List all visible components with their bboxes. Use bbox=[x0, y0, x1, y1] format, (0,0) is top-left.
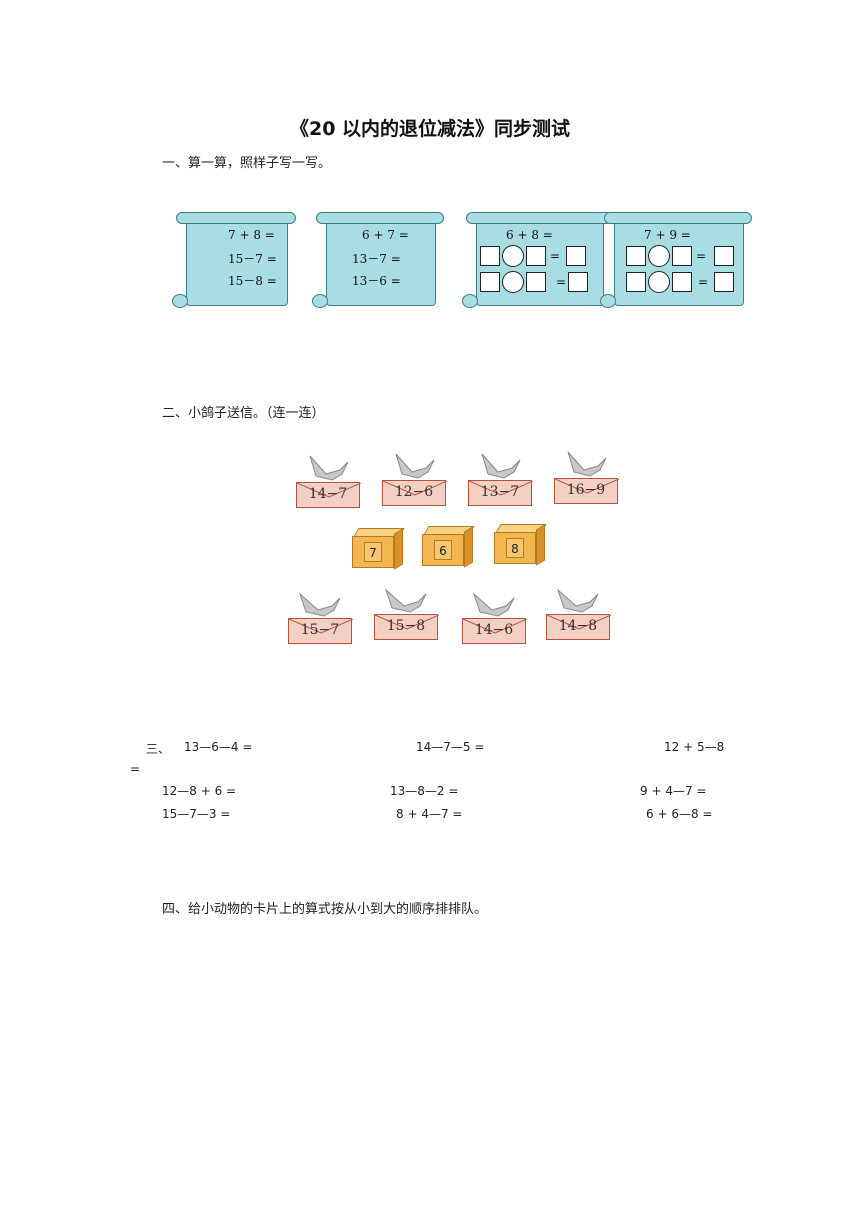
equals-sign: = bbox=[696, 249, 707, 263]
pigeon-envelope[interactable]: 13−7 bbox=[468, 448, 533, 506]
envelope-expression: 14−8 bbox=[558, 618, 598, 634]
equation: 13－7 = bbox=[352, 252, 401, 266]
answer-box[interactable] bbox=[626, 272, 646, 292]
pigeon-envelope[interactable]: 14−6 bbox=[462, 586, 527, 644]
pigeon-envelope[interactable]: 15−8 bbox=[374, 582, 439, 640]
number-box[interactable]: 6 bbox=[422, 526, 475, 568]
answer-box[interactable] bbox=[626, 246, 646, 266]
operator-circle[interactable] bbox=[502, 271, 524, 293]
answer-box[interactable] bbox=[480, 272, 500, 292]
scroll-card-3: 6 + 8 = = = bbox=[462, 212, 612, 308]
scroll-card-2: 6 + 7 = 13－7 = 13－6 = bbox=[312, 212, 444, 308]
equals-sign: = bbox=[698, 275, 709, 289]
pigeon-icon bbox=[384, 588, 427, 613]
answer-box[interactable] bbox=[714, 272, 734, 292]
envelope: 12−6 bbox=[382, 480, 447, 506]
envelope: 16−9 bbox=[554, 478, 619, 504]
pigeon-icon bbox=[309, 455, 349, 481]
arith-problem: 13—8—2 = bbox=[390, 784, 459, 798]
answer-box[interactable] bbox=[566, 246, 586, 266]
scroll-card-1: 7 + 8 = 15－7 = 15－8 = bbox=[172, 212, 296, 308]
pigeon-envelope[interactable]: 12−6 bbox=[382, 448, 447, 506]
operator-circle[interactable] bbox=[648, 245, 670, 267]
envelope: 15−8 bbox=[374, 614, 439, 640]
answer-box[interactable] bbox=[526, 246, 546, 266]
envelope: 14−7 bbox=[296, 482, 361, 508]
equation: 6 + 8 = bbox=[506, 228, 553, 242]
envelope-expression: 14−6 bbox=[474, 622, 514, 638]
pigeon-icon bbox=[567, 451, 607, 477]
answer-box[interactable] bbox=[526, 272, 546, 292]
section1-heading: 一、算一算，照样子写一写。 bbox=[162, 156, 332, 171]
operator-circle[interactable] bbox=[648, 271, 670, 293]
answer-box[interactable] bbox=[480, 246, 500, 266]
operator-circle[interactable] bbox=[502, 245, 524, 267]
scroll-card-4: 7 + 9 = = = bbox=[600, 212, 752, 308]
answer-box[interactable] bbox=[672, 272, 692, 292]
pigeon-envelope[interactable]: 16−9 bbox=[554, 446, 619, 504]
arith-problem: 9 + 4—7 = bbox=[640, 784, 707, 798]
pigeon-envelope[interactable]: 15−7 bbox=[288, 586, 353, 644]
page-title: 《20 以内的退位减法》同步测试 bbox=[289, 118, 571, 140]
number-box[interactable]: 8 bbox=[494, 524, 547, 566]
section3-label: 三、 bbox=[146, 742, 171, 756]
arith-problem: 12—8 + 6 = bbox=[162, 784, 237, 798]
answer-box[interactable] bbox=[568, 272, 588, 292]
envelope-expression: 14−7 bbox=[308, 486, 348, 502]
answer-box[interactable] bbox=[672, 246, 692, 266]
number-box[interactable]: 7 bbox=[352, 528, 405, 570]
envelope-expression: 12−6 bbox=[394, 484, 434, 500]
pigeon-icon bbox=[556, 588, 599, 613]
pigeon-envelope[interactable]: 14−7 bbox=[296, 450, 361, 508]
box-number: 8 bbox=[506, 538, 524, 558]
pigeon-icon bbox=[395, 453, 435, 479]
envelope-expression: 15−7 bbox=[300, 622, 340, 638]
arith-problem: 14—7—5 = bbox=[416, 740, 485, 754]
equals-sign: = bbox=[556, 275, 567, 289]
envelope: 13−7 bbox=[468, 480, 533, 506]
envelope: 15−7 bbox=[288, 618, 353, 644]
pigeon-icon bbox=[472, 592, 515, 617]
equals-sign: = bbox=[550, 249, 561, 263]
equation: 13－6 = bbox=[352, 274, 401, 288]
equation: 7 + 8 = bbox=[228, 228, 275, 242]
arith-problem: 6 + 6—8 = bbox=[646, 807, 713, 821]
arith-problem: 13—6—4 = bbox=[184, 740, 253, 754]
answer-box[interactable] bbox=[714, 246, 734, 266]
box-number: 6 bbox=[434, 540, 452, 560]
equation: 7 + 9 = bbox=[644, 228, 691, 242]
pigeon-icon bbox=[298, 592, 341, 617]
arith-wrap: = bbox=[130, 762, 141, 776]
arith-problem: 12 + 5—8 bbox=[664, 740, 725, 754]
envelope-expression: 15−8 bbox=[386, 618, 426, 634]
section4-heading: 四、给小动物的卡片上的算式按从小到大的顺序排排队。 bbox=[162, 902, 488, 917]
section2-heading: 二、小鸽子送信。（连一连） bbox=[162, 406, 325, 421]
envelope: 14−8 bbox=[546, 614, 611, 640]
envelope-expression: 13−7 bbox=[480, 484, 520, 500]
box-number: 7 bbox=[364, 542, 382, 562]
arith-problem: 15—7—3 = bbox=[162, 807, 231, 821]
pigeon-icon bbox=[481, 453, 521, 479]
equation: 6 + 7 = bbox=[362, 228, 409, 242]
equation: 15－8 = bbox=[228, 274, 277, 288]
equation: 15－7 = bbox=[228, 252, 277, 266]
pigeon-envelope[interactable]: 14−8 bbox=[546, 582, 611, 640]
envelope-expression: 16−9 bbox=[566, 482, 606, 498]
arith-problem: 8 + 4—7 = bbox=[396, 807, 463, 821]
envelope: 14−6 bbox=[462, 618, 527, 644]
